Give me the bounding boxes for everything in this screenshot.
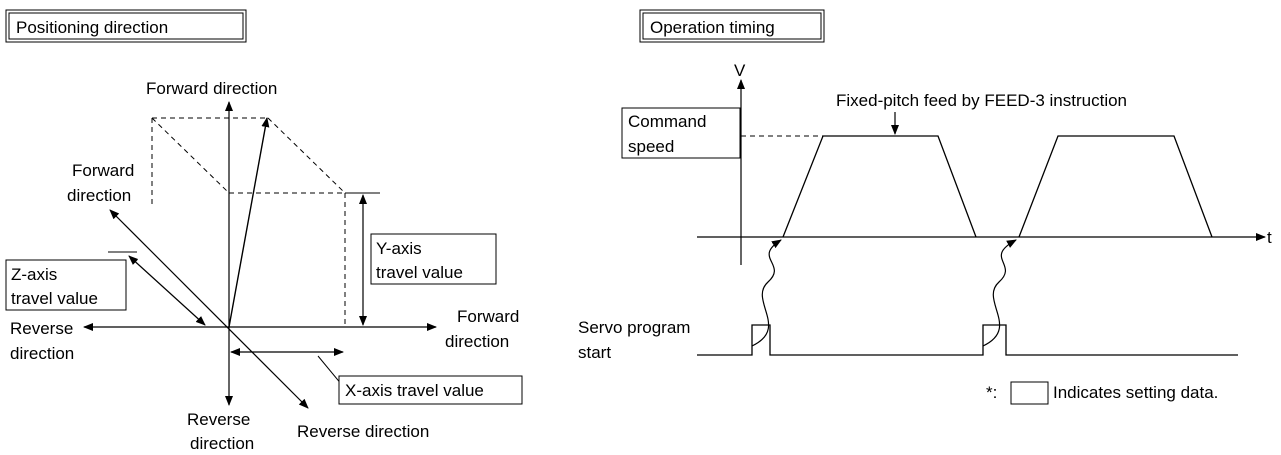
command-speed-label-line2: speed — [628, 137, 674, 156]
note-prefix: *: — [986, 383, 997, 402]
z-travel-box — [5, 259, 127, 311]
x-forward-label-line2: direction — [445, 332, 509, 351]
servo-start-label-line1: Servo program — [578, 318, 690, 337]
projection-box — [151, 117, 346, 327]
x-reverse-label-line2: direction — [10, 344, 74, 363]
y-travel-label-line1: Y-axis — [376, 239, 422, 258]
positioning-direction-diagram: Positioning direction Forward direction … — [5, 9, 523, 453]
v-axis-label: V — [734, 61, 746, 80]
note-text: Indicates setting data. — [1053, 383, 1218, 402]
z-forward-label-line2: direction — [67, 186, 131, 205]
t-axis-label: t — [1267, 228, 1272, 247]
servo-start-label-line2: start — [578, 343, 611, 362]
z-reverse-label: Reverse direction — [297, 422, 429, 441]
command-speed-box — [621, 107, 741, 159]
resultant-vector — [228, 117, 270, 328]
x-travel-label: X-axis travel value — [345, 381, 484, 400]
y-reverse-label-line1: Reverse — [187, 410, 250, 429]
z-travel-label-line2: travel value — [11, 289, 98, 308]
y-reverse-label-line2: direction — [190, 434, 254, 453]
trigger-link-1 — [751, 239, 782, 347]
x-travel-leader — [317, 355, 343, 386]
operation-timing-diagram: Operation timing V t Fixed-pitch feed by… — [578, 9, 1272, 405]
positioning-title-box-outer — [5, 9, 247, 43]
servo-start-signal — [697, 324, 1238, 356]
z-travel-arrow — [128, 255, 206, 326]
trigger-link-2 — [982, 239, 1017, 347]
y-travel-label-line2: travel value — [376, 263, 463, 282]
z-axis — [109, 209, 309, 409]
timing-title-box-outer — [639, 9, 825, 43]
timing-title-box-inner — [642, 12, 822, 40]
note-sample-box — [1010, 381, 1049, 405]
y-forward-label: Forward direction — [146, 79, 277, 98]
z-travel-label-line1: Z-axis — [11, 265, 57, 284]
x-forward-label-line1: Forward — [457, 307, 519, 326]
command-speed-label-line1: Command — [628, 112, 706, 131]
speed-profile-1 — [782, 135, 977, 238]
x-travel-box — [338, 375, 523, 405]
z-forward-label-line1: Forward — [72, 161, 134, 180]
timing-title: Operation timing — [650, 18, 775, 37]
y-travel-box — [370, 233, 497, 285]
speed-profile-2 — [1018, 135, 1213, 238]
x-reverse-label-line1: Reverse — [10, 319, 73, 338]
feed-label: Fixed-pitch feed by FEED-3 instruction — [836, 91, 1127, 110]
positioning-title-box-inner — [8, 12, 244, 40]
positioning-title: Positioning direction — [16, 18, 168, 37]
